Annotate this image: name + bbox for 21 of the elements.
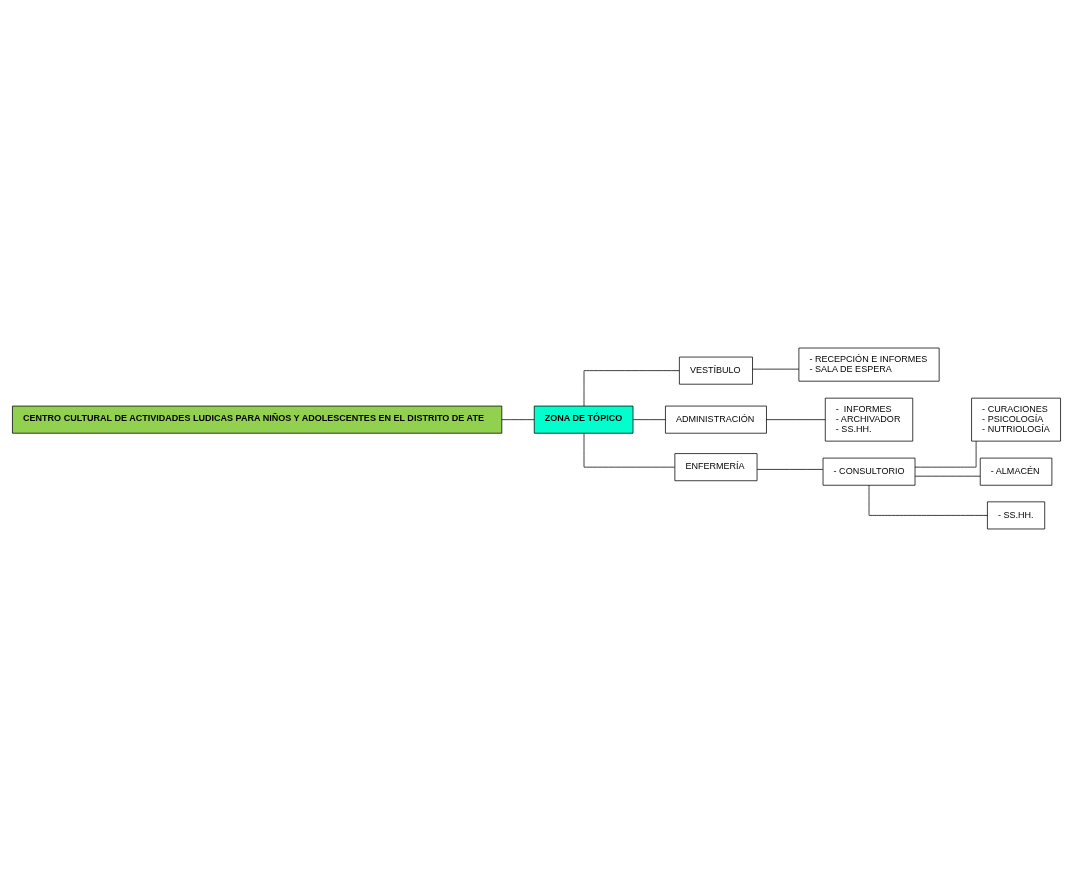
node-box: - CONSULTORIO xyxy=(822,457,916,486)
node-box: - RECEPCIÓN E INFORMES - SALA DE ESPERA xyxy=(798,347,940,382)
connector xyxy=(501,419,535,421)
connector xyxy=(868,484,988,516)
node-box: VESTÍBULO xyxy=(679,356,753,385)
node-box: - ALMACÉN xyxy=(979,457,1053,486)
node-box: ZONA DE TÓPICO xyxy=(533,405,634,434)
connector xyxy=(756,469,824,470)
node-box: - INFORMES - ARCHIVADOR - SS.HH. xyxy=(824,397,914,442)
connector xyxy=(914,440,977,468)
node-box: CENTRO CULTURAL DE ACTIVIDADES LUDICAS PARA NIÑOS Y ADOLESCENTES EN EL DISTRITO DE ATE xyxy=(12,405,503,434)
node-box: ADMINISTRACIÓN xyxy=(665,405,767,434)
connector xyxy=(766,419,826,421)
node-box: - SS.HH. xyxy=(987,501,1046,530)
connector xyxy=(583,370,680,407)
connector xyxy=(914,475,981,477)
connector xyxy=(583,433,675,468)
node-box: ENFERMERÍA xyxy=(674,453,758,482)
connector xyxy=(752,368,800,370)
node-box: - CURACIONES - PSICOLOGÍA - NUTRIOLOGÍA xyxy=(971,397,1061,442)
connector xyxy=(632,419,666,421)
